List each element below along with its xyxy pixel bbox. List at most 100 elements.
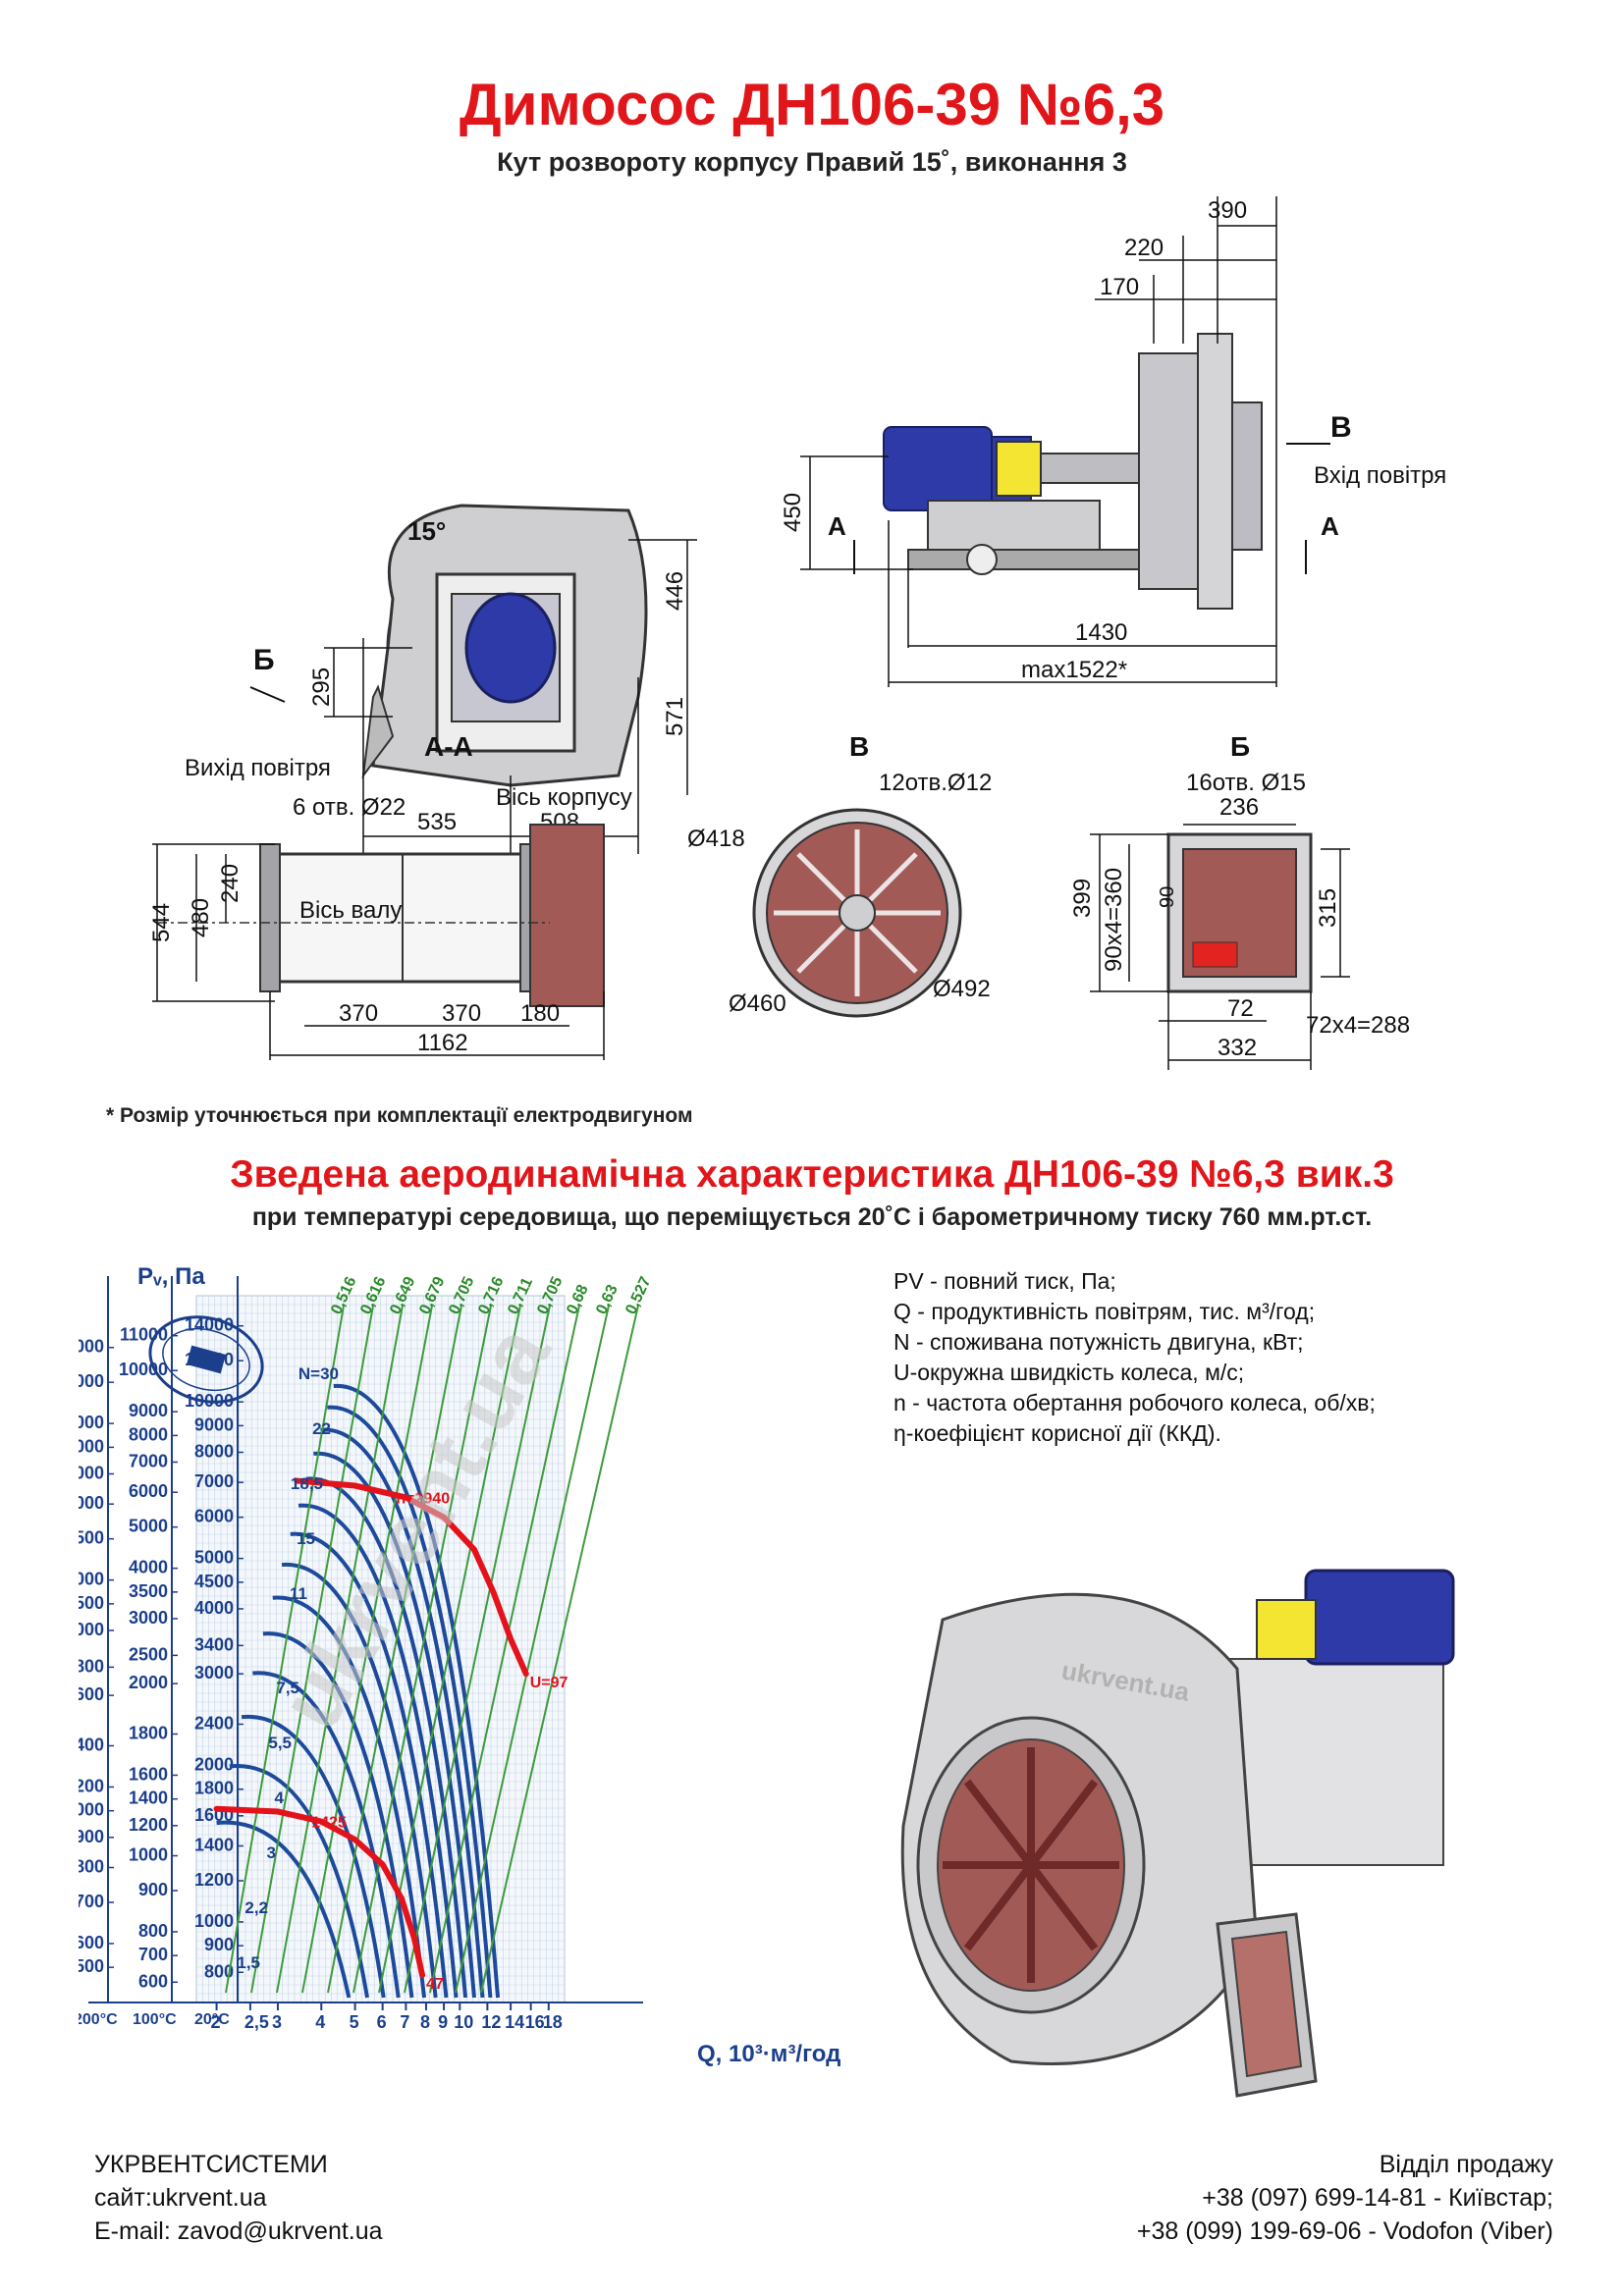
y-tick-label: 3000	[129, 1608, 168, 1628]
performance-chart: 22,5345678910121416189000800070006000500…	[79, 1263, 840, 2067]
label-b-front: Б	[253, 644, 275, 676]
power-label: 1,5	[237, 1953, 260, 1972]
y-tick-label: 7000	[129, 1451, 168, 1470]
section-v-title: В	[849, 731, 869, 762]
power-label: 11	[290, 1584, 307, 1603]
series-line	[213, 1805, 426, 1979]
speed-curve	[272, 1595, 427, 1999]
y-tick-label: 900	[204, 1935, 234, 1954]
y-tick-label: 5000	[194, 1548, 234, 1568]
dim-450: 450	[780, 493, 806, 532]
y-tick-label: 2000	[79, 1620, 104, 1639]
dim-399: 399	[1069, 879, 1096, 918]
section-b-title: Б	[1230, 731, 1250, 762]
efficiency-line	[301, 1305, 433, 1994]
dim-535: 535	[417, 809, 457, 835]
y-tick-label: 2500	[129, 1644, 168, 1664]
y-tick-label: 700	[138, 1945, 168, 1964]
x-axis-title: Q, 10³·м³/год	[697, 2041, 840, 2067]
temp-200: 200°С	[79, 2011, 118, 2028]
x-tick-label: 8	[420, 2012, 430, 2032]
y-tick-label: 1200	[129, 1815, 168, 1835]
x-tick-label: 7	[400, 2012, 409, 2032]
outlet-label: Вихід повітря	[185, 755, 331, 781]
series-name: 1425	[311, 1815, 347, 1832]
aa-shaft-axis: Вісь валу	[299, 897, 402, 924]
email-link[interactable]: E-mail: zavod@ukrvent.ua	[94, 2217, 383, 2245]
y-tick-label: 800	[204, 1961, 234, 1981]
dim-max1522: max1522*	[1021, 657, 1127, 683]
y-tick-label: 1400	[194, 1836, 234, 1855]
speed-curve	[281, 1563, 438, 1999]
y-axis-title: Pᵥ, Па	[137, 1263, 205, 1290]
chart-curves	[213, 1305, 639, 1999]
x-tick-label: 14	[505, 2012, 524, 2032]
y-tick-label: 1800	[129, 1724, 168, 1743]
chart-section-subtitle: при температурі середовища, що переміщує…	[251, 1203, 1373, 1231]
y-tick-label: 800	[138, 1921, 168, 1941]
dim-544: 544	[148, 903, 175, 942]
speed-curve	[262, 1631, 414, 1999]
series-end-label: U=97	[530, 1675, 568, 1691]
speed-curve	[313, 1451, 476, 1999]
y-tick-label: 6000	[129, 1481, 168, 1501]
efficiency-line	[250, 1305, 374, 1994]
y-tick-label: 11000	[120, 1325, 168, 1345]
temp-100: 100°С	[133, 2011, 177, 2028]
section-b: Б 16отв. Ø15 236 399 90x4=360 90 315 72 …	[1069, 731, 1410, 1070]
y-tick-label: 1400	[129, 1789, 168, 1808]
side-view: 390 220 170 450 В Вхід повітря А А 1430 …	[780, 196, 1446, 687]
speed-curve	[327, 1405, 493, 1999]
y-tick-label: 2000	[129, 1673, 168, 1692]
x-tick-label: 16	[525, 2012, 545, 2032]
y-tick-label: 1000	[194, 1911, 234, 1931]
y-tick-label: 1400	[79, 1735, 104, 1755]
x-tick-label: 10	[454, 2012, 473, 2032]
y-tick-label: 2400	[194, 1714, 234, 1734]
angle-label: 15°	[407, 516, 446, 546]
dim-295: 295	[308, 667, 335, 707]
y-tick-label: 900	[79, 1827, 104, 1846]
y-tick-label: 1200	[194, 1870, 234, 1890]
d460-label: Ø460	[729, 990, 786, 1017]
efficiency-line	[276, 1305, 404, 1994]
site-link[interactable]: сайт:ukrvent.ua	[94, 2184, 267, 2212]
y-tick-label: 3400	[194, 1634, 234, 1654]
x-tick-label: 5	[350, 2012, 359, 2032]
y-tick-label: 8000	[129, 1424, 168, 1444]
dim-571: 571	[662, 697, 688, 736]
efficiency-label: 0,527	[623, 1274, 654, 1317]
y-tick-label: 2500	[79, 1593, 104, 1613]
speed-curve	[290, 1531, 449, 1999]
y-tick-label: 800	[79, 1857, 104, 1877]
y-tick-label: 1000	[79, 1800, 104, 1820]
footer-contacts-right: Відділ продажу +38 (097) 699-14-81 - Киї…	[1137, 2148, 1553, 2248]
y-tick-label: 6000	[194, 1507, 234, 1526]
power-label: 22	[312, 1419, 331, 1438]
series-line	[294, 1477, 529, 1678]
page-title: Димосос ДН106-39 №6,3	[459, 72, 1165, 137]
efficiency-line	[327, 1305, 462, 1994]
dim-220: 220	[1124, 235, 1164, 261]
phone-kyivstar[interactable]: +38 (097) 699-14-81 - Київстар;	[1202, 2184, 1553, 2212]
speed-curve	[320, 1427, 485, 1999]
dim-446: 446	[662, 571, 688, 611]
speed-curve	[216, 1820, 352, 1999]
phone-vodafone[interactable]: +38 (099) 199-69-06 - Vodofon (Viber)	[1136, 2217, 1553, 2245]
efficiency-line	[480, 1305, 639, 1994]
y-tick-label: 8000	[194, 1441, 234, 1461]
y-tick-label: 500	[79, 1956, 104, 1976]
label-a-left: А	[828, 511, 846, 541]
speed-curve	[333, 1383, 501, 1999]
y-tick-label: 700	[79, 1892, 104, 1911]
x-tick-label: 12	[481, 2012, 501, 2032]
dim-180: 180	[520, 1000, 560, 1027]
series-name: n=2940	[396, 1490, 450, 1507]
y-tick-label: 1800	[79, 1656, 104, 1676]
speed-curve	[241, 1714, 386, 1999]
dim-315: 315	[1315, 888, 1341, 928]
sales-label: Відділ продажу	[1379, 2151, 1553, 2178]
company-name: УКРВЕНТСИСТЕМИ	[94, 2151, 328, 2178]
legend: PV - повний тиск, Па; Q - продуктивність…	[893, 1266, 1376, 1449]
legend-item: Q - продуктивність повітрям, тис. м³/год…	[893, 1299, 1316, 1324]
